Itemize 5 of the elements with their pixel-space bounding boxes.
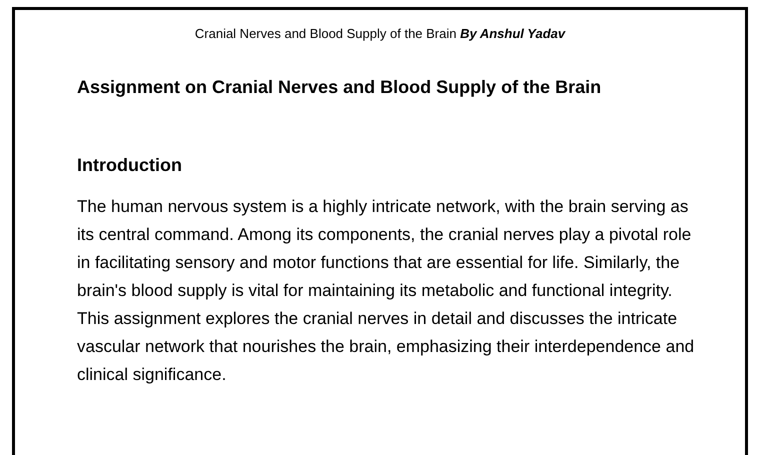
author-byline: By Anshul Yadav: [460, 26, 566, 41]
header-text: Cranial Nerves and Blood Supply of the Brain: [194, 26, 456, 41]
section-heading: Introduction: [77, 155, 182, 176]
document-title: Assignment on Cranial Nerves and Blood Supply of the Brain: [77, 77, 602, 98]
paragraph: The human nervous system is a highly intricate network, with the brain serving as its central command. Among its components, the cranial nerves play a pivotal role in facilitating sensory and motor functions that are essential for life. Similarly, the brain's blood supply is vital for maintaining its metabolic and functional integrity. This assignment explores the cranial nerves in detail and discusses the intricate vascular network that nourishes the brain, emphasizing their interdependence and clinical significance.: [77, 196, 696, 386]
